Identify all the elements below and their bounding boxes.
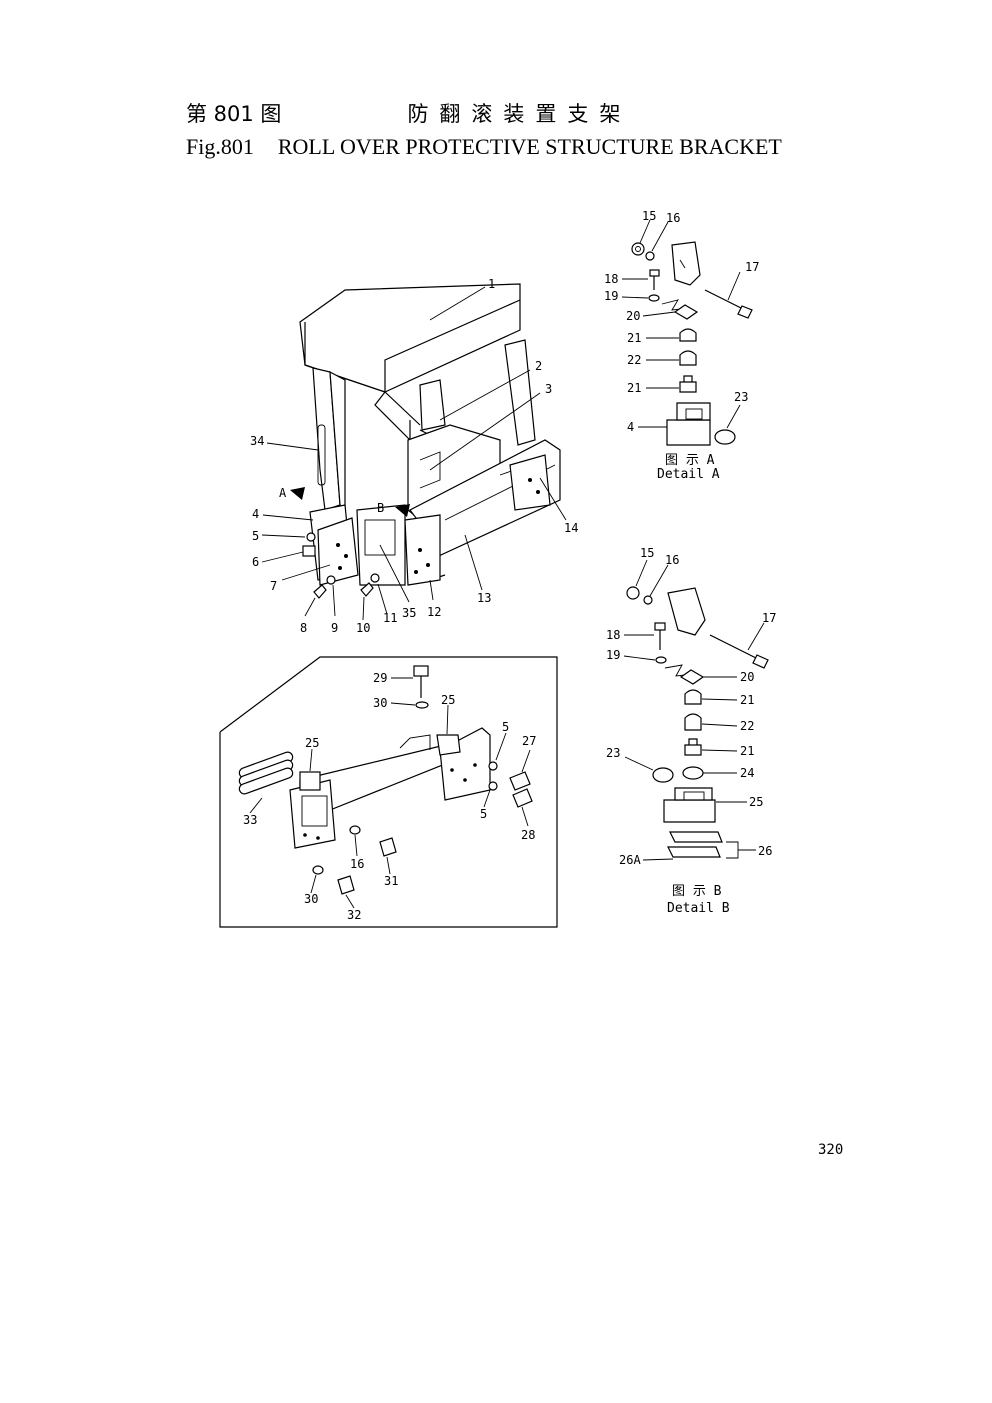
main-callout-12: 12: [427, 605, 441, 619]
detail-a-callout-19: 19: [604, 289, 618, 303]
figure-title-english: Fig.801 ROLL OVER PROTECTIVE STRUCTURE BR…: [186, 134, 782, 160]
inset-callout-16: 16: [350, 857, 364, 871]
figure-number-en: Fig.801: [186, 134, 254, 159]
detail-a-callout-17: 17: [745, 260, 759, 274]
detail-b-callout-17: 17: [762, 611, 776, 625]
detail-a-leader-lines: [621, 219, 741, 429]
inset-frame: [219, 656, 558, 928]
inset-callout-29: 29: [373, 671, 387, 685]
main-callout-9: 9: [331, 621, 338, 635]
detail-b-callout-24: 24: [740, 766, 754, 780]
main-callout-4: 4: [252, 507, 259, 521]
page-number: 320: [818, 1142, 844, 1158]
main-callout-8: 8: [300, 621, 307, 635]
main-callout-1: 1: [488, 277, 495, 291]
detail-a-caption-en: Detail A: [657, 467, 720, 482]
detail-b-caption-cn: 图 示 B: [672, 884, 722, 899]
figure-title-cn: 防翻滚装置支架: [407, 102, 632, 126]
main-callout-10: 10: [356, 621, 370, 635]
detail-a-callout-21b: 21: [627, 381, 641, 395]
detail-a-callout-4: 4: [627, 420, 634, 434]
detail-b-callout-25: 25: [749, 795, 763, 809]
detail-a-callout-20: 20: [626, 309, 640, 323]
detail-b-callout-21a: 21: [740, 693, 754, 707]
detail-b-callout-20: 20: [740, 670, 754, 684]
detail-b-view: 15 16 17 18 19 20 21 22 21 24 23 25 26 2…: [606, 546, 776, 916]
detail-b-callout-16: 16: [665, 553, 679, 567]
detail-b-callout-21b: 21: [740, 744, 754, 758]
main-callout-35: 35: [402, 606, 416, 620]
detail-a-callout-21a: 21: [627, 331, 641, 345]
inset-callout-33: 33: [243, 813, 257, 827]
inset-callout-30a: 30: [373, 696, 387, 710]
detail-b-drawing: [626, 586, 769, 858]
main-callout-34: 34: [250, 434, 264, 448]
inset-view: 29 30 25 5 27 25 5 28 33 16 31 30 32: [219, 656, 558, 928]
detail-b-callout-23: 23: [606, 746, 620, 760]
shim-pack: [238, 751, 294, 795]
inset-callout-30b: 30: [304, 892, 318, 906]
detail-b-callout-26a: 26A: [619, 853, 641, 867]
detail-a-caption-cn: 图 示 A: [665, 453, 715, 468]
main-callout-6: 6: [252, 555, 259, 569]
main-callout-3: 3: [545, 382, 552, 396]
view-marker-b: B: [377, 501, 384, 515]
detail-b-callout-22: 22: [740, 719, 754, 733]
detail-a-callout-16: 16: [666, 211, 680, 225]
inset-leader-lines: [249, 677, 531, 909]
inset-callout-27: 27: [522, 734, 536, 748]
detail-b-leader-lines: [623, 559, 765, 861]
main-callout-5: 5: [252, 529, 259, 543]
main-callout-7: 7: [270, 579, 277, 593]
detail-a-view: 15 16 17 18 19 20 21 22 21 23 4 图 示 A De…: [604, 209, 759, 482]
figure-title-en: ROLL OVER PROTECTIVE STRUCTURE BRACKET: [277, 134, 782, 159]
main-callout-14: 14: [564, 521, 578, 535]
detail-b-callout-15: 15: [640, 546, 654, 560]
inset-callout-25a: 25: [441, 693, 455, 707]
detail-a-callout-23: 23: [734, 390, 748, 404]
figure-number-cn: 第 801 图: [186, 102, 282, 126]
inset-drawing: [238, 665, 533, 895]
detail-b-callout-18: 18: [606, 628, 620, 642]
main-assembly-view: A B 1 2 3 34 4 5 6 7 8 9: [250, 277, 578, 635]
detail-b-callout-19: 19: [606, 648, 620, 662]
main-callout-13: 13: [477, 591, 491, 605]
detail-a-callout-18: 18: [604, 272, 618, 286]
detail-b-callout-26: 26: [758, 844, 772, 858]
inset-callout-5b: 5: [480, 807, 487, 821]
detail-a-callout-22: 22: [627, 353, 641, 367]
detail-b-caption-en: Detail B: [667, 901, 730, 916]
canopy-drawing: [290, 283, 561, 599]
detail-a-drawing: [631, 241, 753, 446]
main-leader-lines: [261, 286, 567, 621]
inset-callout-28: 28: [521, 828, 535, 842]
main-callout-11: 11: [383, 611, 397, 625]
view-marker-a: A: [279, 486, 287, 500]
main-callout-2: 2: [535, 359, 542, 373]
inset-callout-32: 32: [347, 908, 361, 922]
inset-callout-31: 31: [384, 874, 398, 888]
detail-a-callout-15: 15: [642, 209, 656, 223]
figure-title-chinese: 第 801 图 防翻滚装置支架: [186, 98, 631, 128]
inset-callout-25b: 25: [305, 736, 319, 750]
inset-callout-5a: 5: [502, 720, 509, 734]
